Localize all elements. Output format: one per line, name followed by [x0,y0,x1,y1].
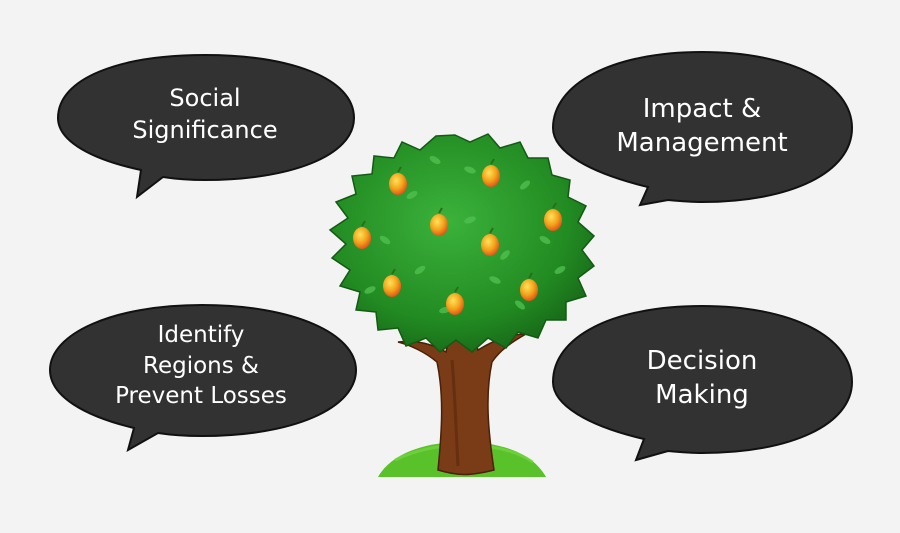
social-significance-label: Social Significance [80,70,330,160]
identify-regions-label: Identify Regions & Prevent Losses [70,308,332,424]
decision-making-label: Decision Making [568,330,836,426]
bubble-identify-regions [48,303,358,453]
mango-fruit-icon [482,158,500,187]
label-line: Management [616,128,788,158]
mango-fruits [353,158,562,315]
leaf-highlights [364,156,566,314]
bubble-impact-management [551,50,854,207]
label-line: Regions & [143,352,259,379]
mango-fruit-icon [430,207,448,236]
mango-fruit-icon [383,268,401,297]
label-line: Prevent Losses [115,383,287,410]
bubble-decision-making [551,304,854,462]
mango-fruit-icon [544,202,562,231]
label-line: Decision [646,345,758,376]
label-line: Making [655,380,749,410]
mango-tree-icon [328,133,596,477]
mango-fruit-icon [481,227,499,256]
mango-fruit-icon [389,166,407,195]
label-line: Impact & [642,93,762,124]
mango-fruit-icon [353,220,371,249]
impact-management-label: Impact & Management [568,78,836,174]
label-line: Social [169,84,241,113]
label-line: Significance [132,116,278,144]
label-line: Identify [157,322,245,349]
bubble-social-significance [56,53,356,200]
mango-fruit-icon [446,286,464,315]
mango-fruit-icon [520,272,538,301]
